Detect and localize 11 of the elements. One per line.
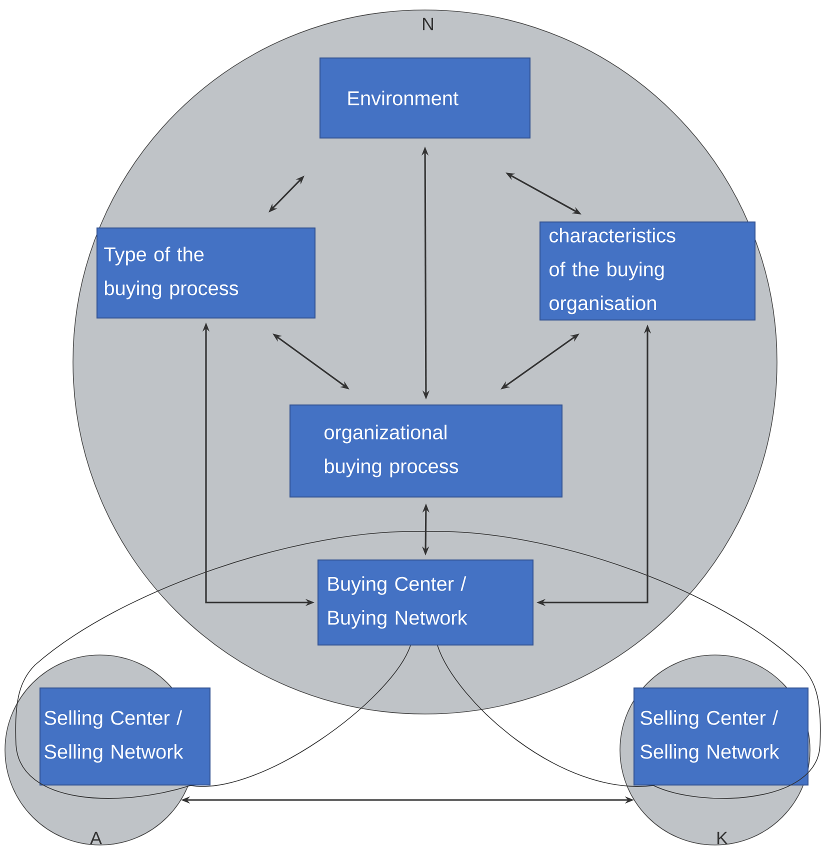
- process-box: organizational buying process: [290, 404, 562, 498]
- process-box: Environment: [320, 58, 530, 138]
- process-box: Buying Center / Buying Network: [318, 560, 534, 646]
- region-label: A: [90, 832, 102, 844]
- process-box: characteristics of the buying organisation: [540, 222, 756, 320]
- region-label: N: [423, 18, 433, 30]
- region-label: K: [717, 832, 728, 844]
- process-box: Type of the buying process: [96, 228, 316, 318]
- process-box: Selling Center / Selling Network: [634, 688, 808, 786]
- process-box: Selling Center / Selling Network: [40, 688, 210, 786]
- curved-line: [425, 531, 821, 799]
